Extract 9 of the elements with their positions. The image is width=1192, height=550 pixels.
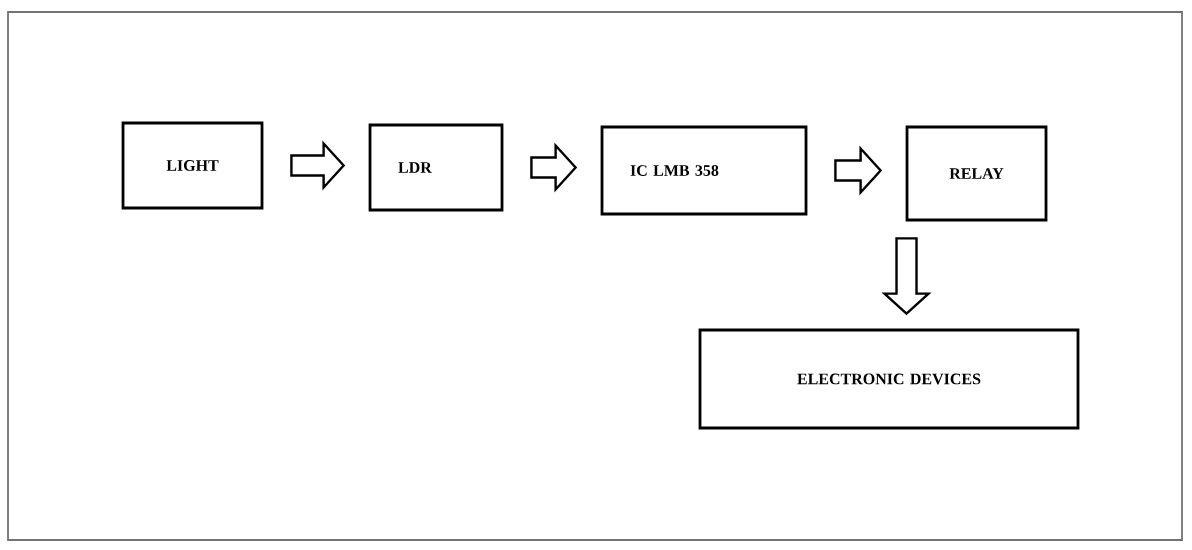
block-box: LDR xyxy=(368,123,504,212)
block-arrow xyxy=(834,145,883,196)
block-box: ELECTRONIC DEVICES xyxy=(698,328,1080,430)
block-arrow xyxy=(290,140,346,191)
block-box: IC LMB 358 xyxy=(600,125,808,216)
block-box: RELAY xyxy=(905,125,1048,222)
block-arrow xyxy=(881,237,932,316)
block-box: LIGHT xyxy=(121,121,264,210)
block-arrow xyxy=(530,142,578,193)
